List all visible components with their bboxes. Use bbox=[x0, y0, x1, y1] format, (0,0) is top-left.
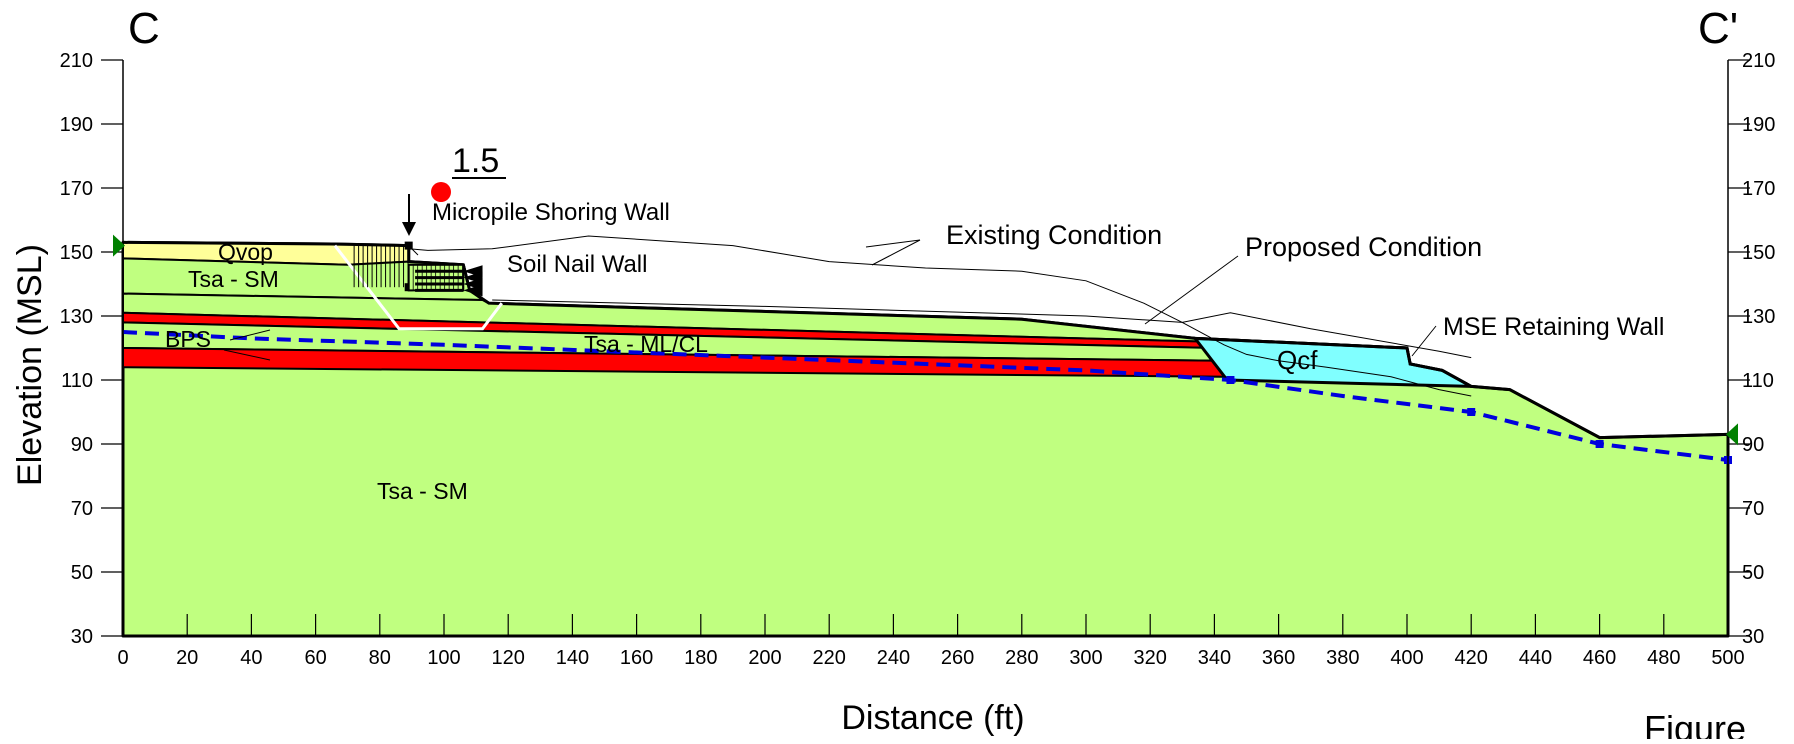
x-tick-label: 300 bbox=[1069, 647, 1102, 669]
tsa-sm-upper-label: Tsa - SM bbox=[188, 266, 279, 292]
x-tick-label: 440 bbox=[1519, 647, 1552, 669]
water-table-point bbox=[1226, 376, 1235, 384]
existing-subsurface-line bbox=[492, 299, 1472, 359]
y-tick-label-right: 150 bbox=[1742, 242, 1775, 264]
tsa-sm-lower-label: Tsa - SM bbox=[377, 478, 468, 504]
y-tick-label-right: 50 bbox=[1742, 562, 1764, 584]
y-tick-label-left: 210 bbox=[60, 50, 93, 72]
callout-leaders bbox=[223, 239, 1437, 361]
y-tick-label-right: 210 bbox=[1742, 50, 1775, 72]
x-tick-label: 320 bbox=[1134, 647, 1167, 669]
x-tick-label: 420 bbox=[1455, 647, 1488, 669]
existing-condition-label: Existing Condition bbox=[946, 220, 1162, 250]
x-tick-label: 240 bbox=[877, 647, 910, 669]
y-tick-label-left: 130 bbox=[60, 306, 93, 328]
x-tick-label: 200 bbox=[748, 647, 781, 669]
micropile-leader bbox=[865, 239, 921, 248]
y-ticks-left: 30 50 70 90 110 130 150 170 190 210 bbox=[60, 50, 123, 648]
y-tick-label-right: 70 bbox=[1742, 498, 1764, 520]
x-tick-label: 220 bbox=[813, 647, 846, 669]
x-tick-label: 160 bbox=[620, 647, 653, 669]
water-table-point bbox=[1595, 440, 1604, 448]
x-tick-label: 400 bbox=[1390, 647, 1423, 669]
section-start-label: C bbox=[128, 4, 160, 53]
micropile-top-marker bbox=[404, 241, 413, 250]
x-ticks: 0 20 40 60 80 100 120 140 160 180 200 220 240 260 280 3… bbox=[117, 614, 1745, 669]
mse-leader bbox=[1411, 325, 1437, 357]
water-table-line bbox=[122, 330, 1729, 462]
y-tick-label-right: 30 bbox=[1742, 626, 1764, 648]
qvop-label: Qvop bbox=[218, 239, 273, 265]
y-axis-title: Elevation (MSL) bbox=[11, 244, 49, 486]
y-tick-label-left: 50 bbox=[71, 562, 93, 584]
x-tick-label: 260 bbox=[941, 647, 974, 669]
mse-wall-label: MSE Retaining Wall bbox=[1443, 313, 1664, 341]
x-tick-label: 120 bbox=[492, 647, 525, 669]
y-tick-label-right: 110 bbox=[1742, 370, 1774, 392]
y-tick-label-left: 170 bbox=[60, 178, 93, 200]
x-tick-label: 280 bbox=[1005, 647, 1038, 669]
x-axis-title: Distance (ft) bbox=[841, 699, 1024, 737]
y-tick-label-right: 90 bbox=[1742, 434, 1764, 456]
micropile-wall-leader bbox=[410, 247, 419, 256]
micropile-arrow-icon bbox=[402, 194, 416, 236]
bps-leader bbox=[229, 329, 271, 341]
x-tick-label: 140 bbox=[556, 647, 589, 669]
qcf-label: Qcf bbox=[1277, 345, 1318, 375]
soil-nails bbox=[407, 263, 483, 297]
bps-leader-2 bbox=[223, 349, 271, 361]
y-tick-label-right: 170 bbox=[1742, 178, 1775, 200]
axes: 0 20 40 60 80 100 120 140 160 180 200 220 240 260 280 3… bbox=[60, 50, 1776, 669]
y-tick-label-left: 110 bbox=[61, 370, 93, 392]
tsa-ml-cl-label: Tsa - ML/CL bbox=[584, 331, 708, 357]
left-edge-marker bbox=[113, 234, 125, 257]
micropile-label: Micropile Shoring Wall bbox=[432, 199, 670, 226]
y-ticks-right: 30 50 70 90 110 130 150 170 190 210 bbox=[1728, 50, 1775, 648]
x-tick-label: 340 bbox=[1198, 647, 1231, 669]
right-edge-marker bbox=[1726, 423, 1738, 446]
proposed-ground-line bbox=[122, 240, 1729, 440]
y-tick-label-right: 190 bbox=[1742, 114, 1775, 136]
x-tick-label: 460 bbox=[1583, 647, 1616, 669]
x-tick-label: 80 bbox=[369, 647, 391, 669]
y-tick-label-left: 30 bbox=[71, 626, 93, 648]
x-tick-label: 100 bbox=[427, 647, 460, 669]
y-tick-label-left: 90 bbox=[71, 434, 93, 456]
y-tick-label-left: 70 bbox=[71, 498, 93, 520]
water-table-point bbox=[1467, 408, 1476, 416]
excavation-outline bbox=[333, 244, 503, 331]
soil-nail-arrow-icon bbox=[463, 284, 483, 297]
factor-of-safety-marker bbox=[431, 182, 451, 202]
x-tick-label: 60 bbox=[304, 647, 326, 669]
y-tick-label-right: 130 bbox=[1742, 306, 1775, 328]
factor-of-safety-value: 1.5 bbox=[452, 142, 499, 180]
x-tick-label: 380 bbox=[1326, 647, 1359, 669]
x-tick-label: 0 bbox=[117, 647, 128, 669]
x-tick-label: 500 bbox=[1711, 647, 1744, 669]
x-tick-label: 480 bbox=[1647, 647, 1680, 669]
figure-caption: Figure bbox=[1644, 708, 1746, 739]
x-tick-label: 180 bbox=[684, 647, 717, 669]
soil-layers bbox=[121, 240, 1730, 638]
soil-nail-label: Soil Nail Wall bbox=[507, 251, 647, 278]
y-tick-label-left: 190 bbox=[60, 114, 93, 136]
existing-leader bbox=[871, 239, 921, 266]
x-tick-label: 40 bbox=[240, 647, 262, 669]
section-end-label: C' bbox=[1698, 4, 1738, 53]
bps-label: BPS bbox=[165, 326, 211, 352]
x-tick-label: 360 bbox=[1262, 647, 1295, 669]
proposed-condition-label: Proposed Condition bbox=[1245, 232, 1482, 262]
y-tick-label-left: 150 bbox=[60, 242, 93, 264]
existing-ground-line bbox=[408, 235, 1472, 397]
proposed-leader bbox=[1144, 255, 1239, 325]
x-tick-label: 20 bbox=[176, 647, 198, 669]
